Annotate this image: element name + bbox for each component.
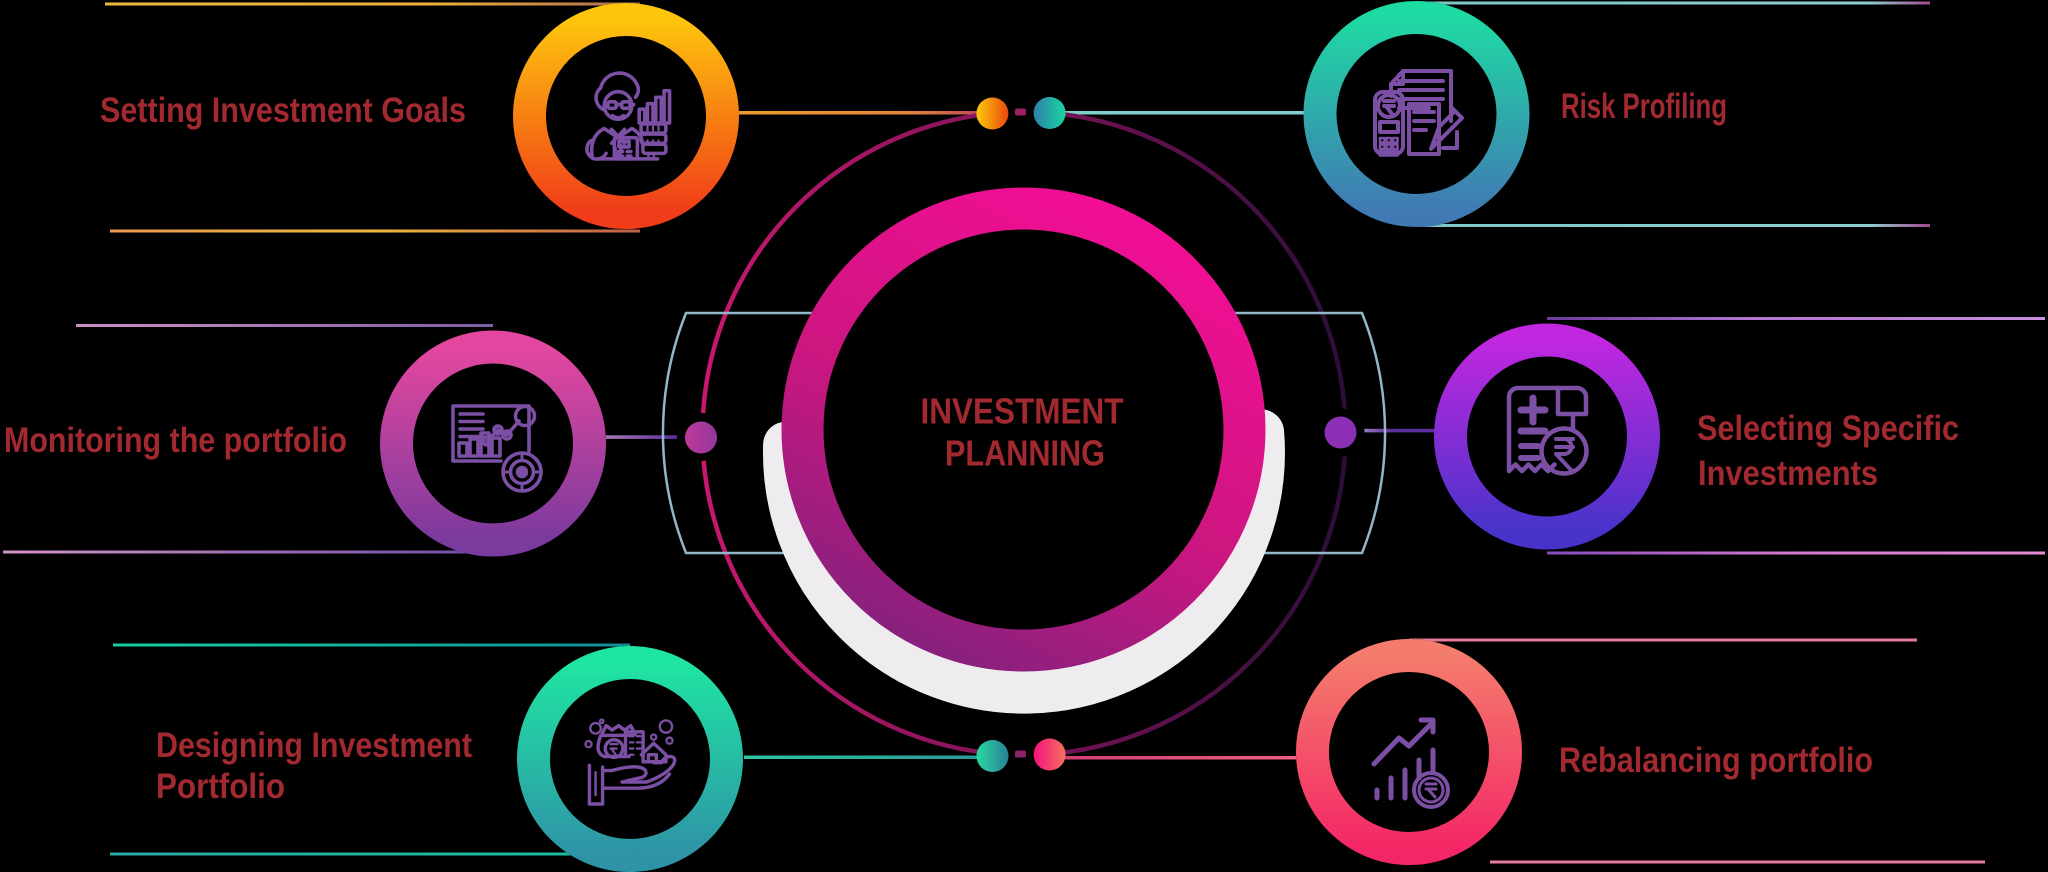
svg-text:Risk Profiling: Risk Profiling <box>1561 87 1727 126</box>
svg-text:Selecting Specific: Selecting Specific <box>1697 409 1959 448</box>
svg-text:Setting Investment Goals: Setting Investment Goals <box>100 91 466 130</box>
svg-text:PLANNING: PLANNING <box>945 433 1105 474</box>
svg-text:Investments: Investments <box>1698 454 1878 493</box>
svg-text:Designing Investment: Designing Investment <box>156 726 472 765</box>
svg-text:Monitoring the portfolio: Monitoring the portfolio <box>4 421 347 460</box>
svg-text:INVESTMENT: INVESTMENT <box>921 391 1124 432</box>
svg-text:Portfolio: Portfolio <box>156 767 285 806</box>
svg-text:Rebalancing portfolio: Rebalancing portfolio <box>1559 741 1873 780</box>
